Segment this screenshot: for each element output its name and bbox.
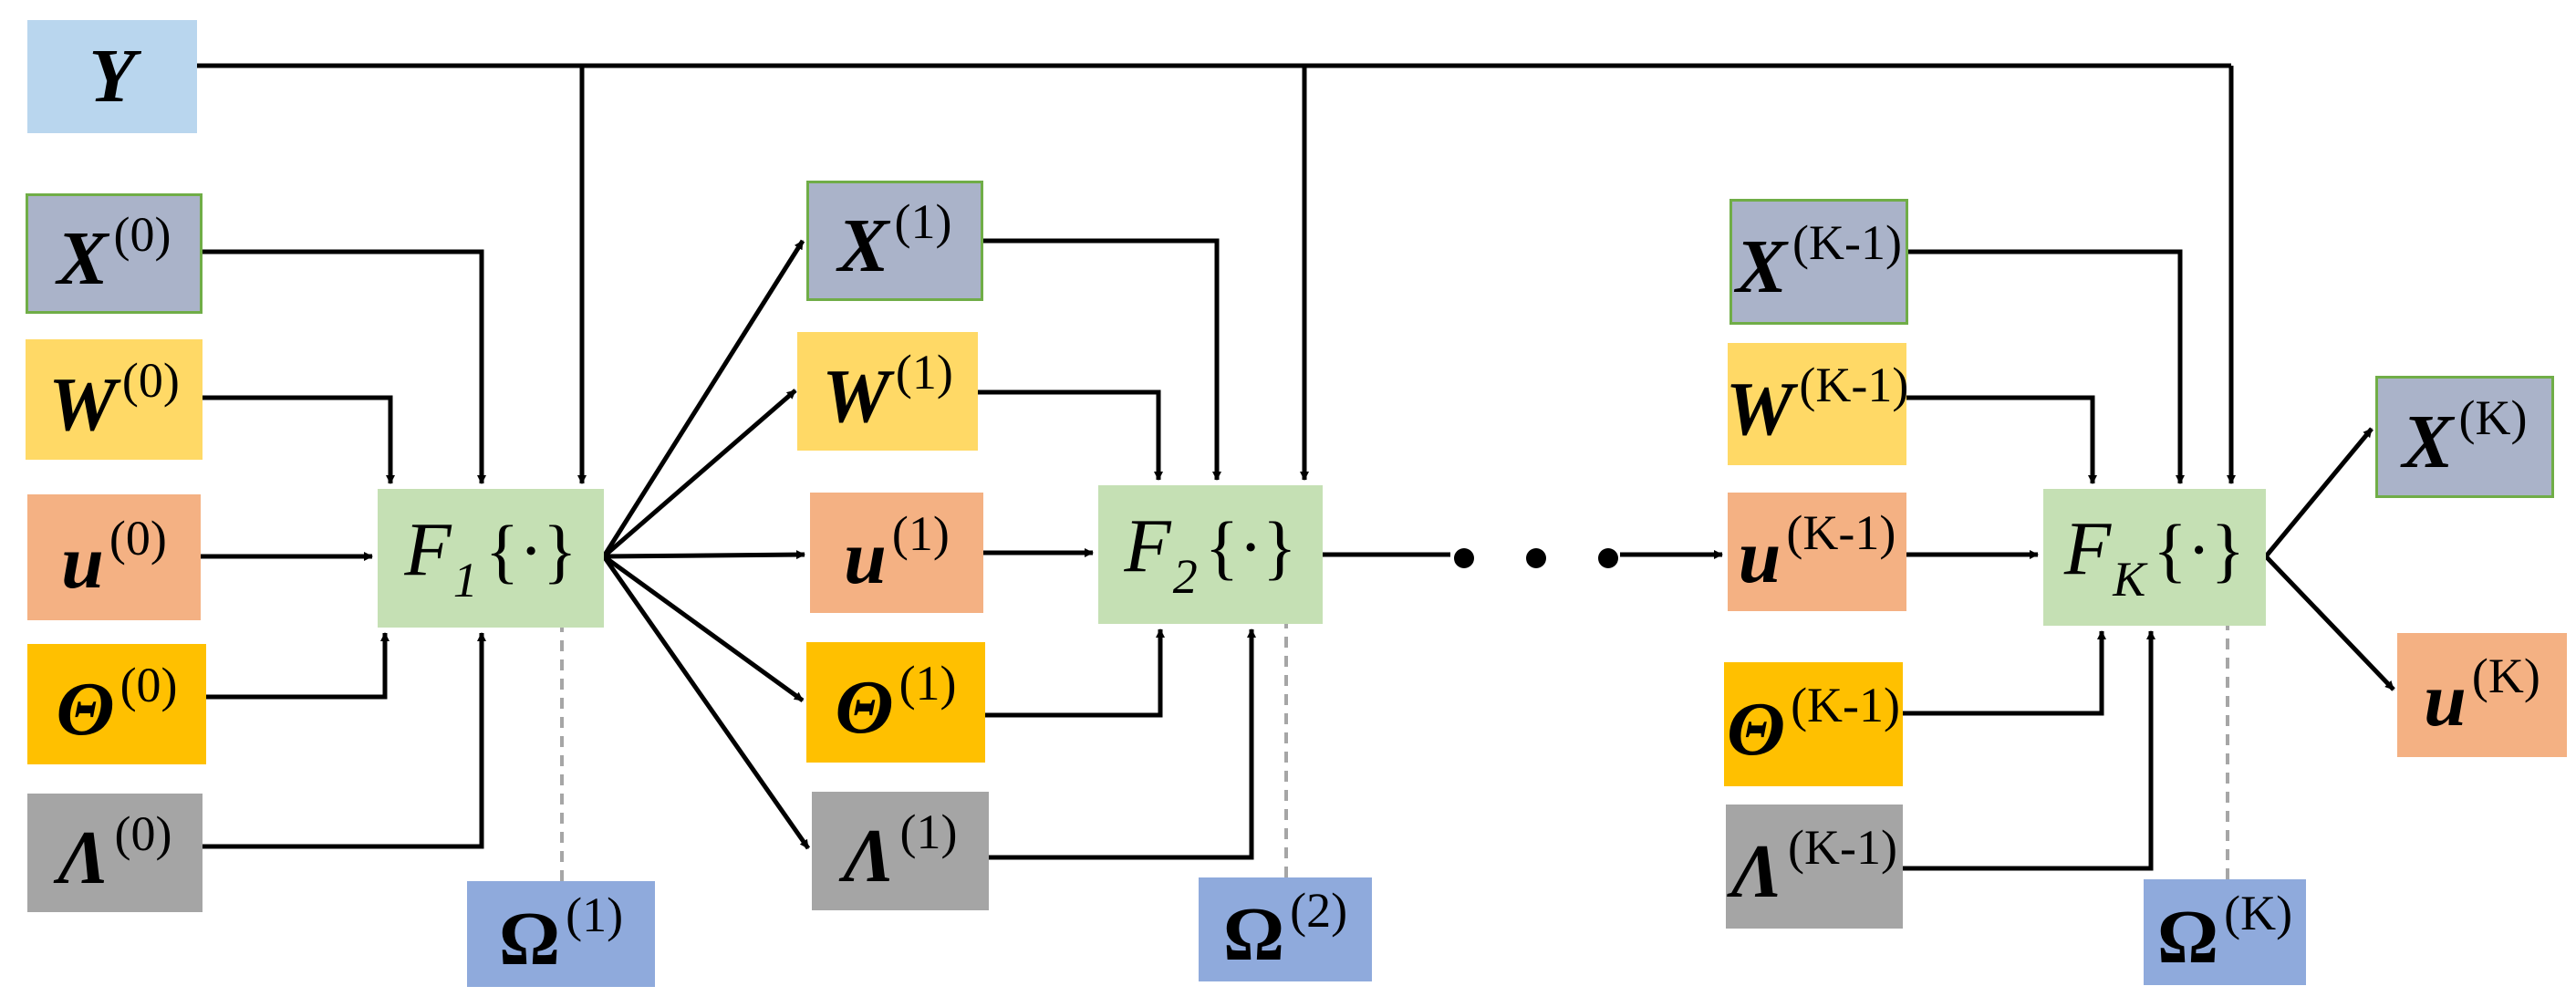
u0-node: u(0) — [27, 494, 201, 620]
LambdaK-1-label: Λ(K-1) — [1731, 820, 1897, 914]
Theta1-to-F2-arrow — [985, 628, 1165, 718]
Lambda1-to-F2-arrow — [989, 628, 1256, 860]
X1-node: X(1) — [806, 181, 983, 301]
W0-to-F1-arrow — [203, 395, 395, 484]
XK-1-node: X(K-1) — [1729, 199, 1908, 325]
ThetaK-1-to-FK-arrow — [1903, 630, 2106, 716]
Theta0-node: Θ(0) — [27, 644, 206, 764]
LambdaK-1-to-FK-arrow — [1903, 630, 2155, 871]
ThetaK-1-label: Θ(K-1) — [1726, 678, 1901, 772]
Y-node: Y — [27, 20, 197, 133]
uK-label: u(K) — [2424, 649, 2540, 742]
Theta1-label: Θ(1) — [835, 656, 957, 750]
X1-label: X(1) — [837, 194, 952, 288]
WK-1-label: W(K-1) — [1725, 358, 1909, 452]
X1-to-F2-arrow — [983, 238, 1221, 481]
FK-to-XK-arrow — [2264, 427, 2373, 558]
Lambda1-label: Λ(1) — [843, 805, 958, 898]
Y-label: Y — [88, 34, 136, 119]
uK-node: u(K) — [2397, 633, 2567, 757]
F1-to-u1-arrow — [603, 550, 805, 560]
Omega2-label: Ω(2) — [1222, 883, 1348, 977]
X0-label: X(0) — [57, 207, 171, 301]
OmegaK-node: Ω(K) — [2144, 879, 2306, 985]
Lambda0-label: Λ(0) — [57, 806, 172, 900]
ellipsis-dot — [1454, 548, 1474, 568]
Omega1-label: Ω(1) — [498, 888, 624, 981]
F1-label: F1{·} — [404, 507, 577, 607]
WK-1-node: W(K-1) — [1725, 343, 1909, 465]
W1-to-F2-arrow — [978, 389, 1163, 481]
Omega2-node: Ω(2) — [1199, 877, 1372, 981]
F1-to-X1-arrow — [601, 239, 805, 558]
Theta0-label: Θ(0) — [56, 658, 178, 752]
X0-node: X(0) — [26, 193, 203, 314]
XK-1-label: X(K-1) — [1736, 215, 1902, 309]
W0-label: W(0) — [48, 353, 180, 447]
u1-node: u(1) — [810, 493, 983, 613]
FK-node: FK{·} — [2043, 489, 2266, 626]
FK-label: FK{·} — [2063, 506, 2246, 607]
XK-node: X(K) — [2375, 376, 2554, 498]
u1-label: u(1) — [844, 506, 950, 600]
u0-label: u(0) — [61, 511, 167, 605]
Theta1-node: Θ(1) — [806, 642, 985, 763]
W0-node: W(0) — [26, 339, 203, 460]
XK-label: X(K) — [2402, 390, 2528, 484]
XK-1-to-FK-arrow — [1908, 249, 2185, 484]
LambdaK-1-node: Λ(K-1) — [1726, 805, 1903, 929]
uK-1-label: u(K-1) — [1738, 505, 1896, 599]
OmegaK-label: Ω(K) — [2156, 886, 2293, 980]
Lambda1-node: Λ(1) — [812, 792, 989, 910]
F1-to-Lambda1-arrow — [601, 555, 811, 850]
F2-label: F2{·} — [1124, 504, 1297, 604]
Lambda0-node: Λ(0) — [27, 794, 203, 912]
WK-1-to-FK-arrow — [1906, 395, 2097, 484]
Theta0-to-F1-arrow — [206, 632, 390, 700]
X0-to-F1-arrow — [203, 249, 486, 484]
ellipsis-dot — [1526, 548, 1546, 568]
Lambda0-to-F1-arrow — [203, 632, 486, 849]
F1-node: F1{·} — [378, 489, 604, 628]
ThetaK-1-node: Θ(K-1) — [1724, 662, 1903, 786]
F1-to-Theta1-arrow — [602, 554, 805, 703]
uK-1-node: u(K-1) — [1728, 493, 1906, 611]
Omega1-node: Ω(1) — [467, 881, 655, 987]
F2-node: F2{·} — [1098, 485, 1323, 624]
F1-to-W1-arrow — [602, 389, 797, 558]
FK-to-uK-arrow — [2264, 555, 2395, 691]
ellipsis-dot — [1598, 548, 1618, 568]
W1-label: W(1) — [822, 345, 953, 439]
W1-node: W(1) — [797, 332, 978, 451]
ellipsis — [1454, 522, 1618, 595]
